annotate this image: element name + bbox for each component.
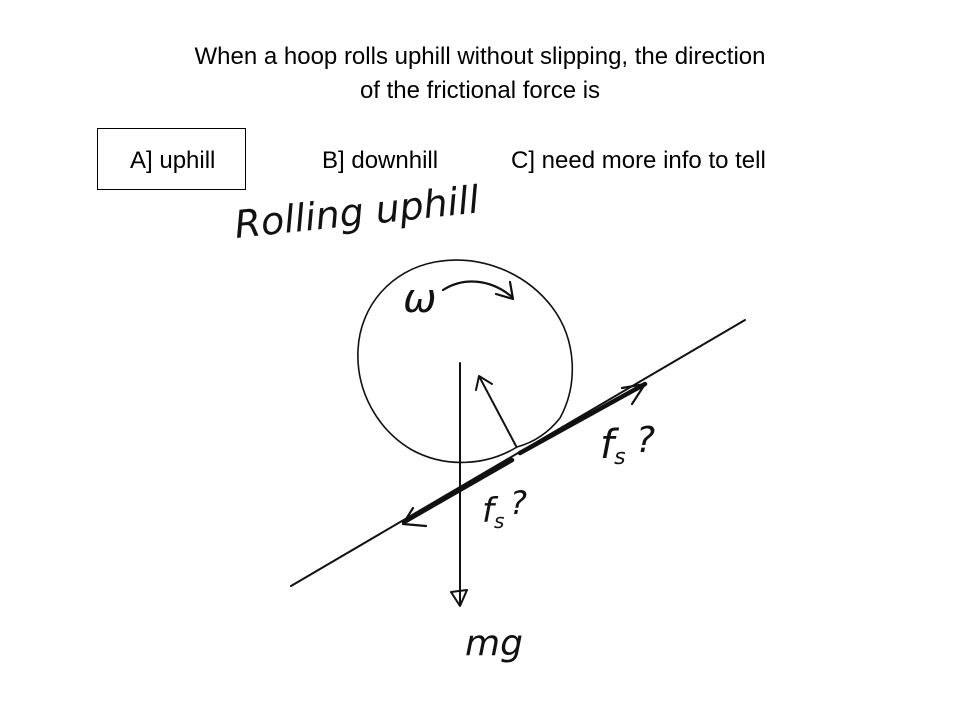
weight-label: mg	[465, 623, 523, 664]
question-text: When a hoop rolls uphill without slippin…	[0, 40, 960, 108]
option-c[interactable]: C] need more info to tell	[511, 147, 766, 174]
friction-uphill-arrowhead	[620, 382, 647, 406]
normal-force-arrowhead	[475, 375, 493, 391]
rotation-arrow	[441, 280, 514, 299]
omega-label: ω	[403, 276, 437, 322]
friction-label-lower: fs	[482, 491, 504, 533]
friction-downhill-arrowhead	[401, 506, 428, 528]
friction-downhill-arrow	[401, 457, 515, 525]
gravity-arrowhead	[450, 589, 468, 607]
friction-label-upper: fs	[600, 422, 626, 470]
option-a[interactable]: A] uphill	[130, 147, 216, 174]
question-line-2: of the frictional force is	[359, 77, 601, 104]
hoop-circle	[357, 259, 574, 464]
rotation-arrowhead	[494, 280, 515, 301]
friction-upper-subscript: s	[614, 445, 625, 470]
normal-force-arrow	[479, 377, 517, 447]
selected-answer-box	[97, 128, 246, 190]
question-line-1: When a hoop rolls uphill without slippin…	[194, 43, 766, 70]
question-mark-lower: ?	[510, 484, 527, 522]
friction-lower-subscript: s	[494, 509, 504, 533]
rolling-uphill-label: Rolling uphill	[232, 177, 481, 246]
question-mark-upper: ?	[636, 420, 655, 461]
friction-uphill-arrow	[517, 381, 648, 456]
option-b[interactable]: B] downhill	[322, 147, 439, 174]
